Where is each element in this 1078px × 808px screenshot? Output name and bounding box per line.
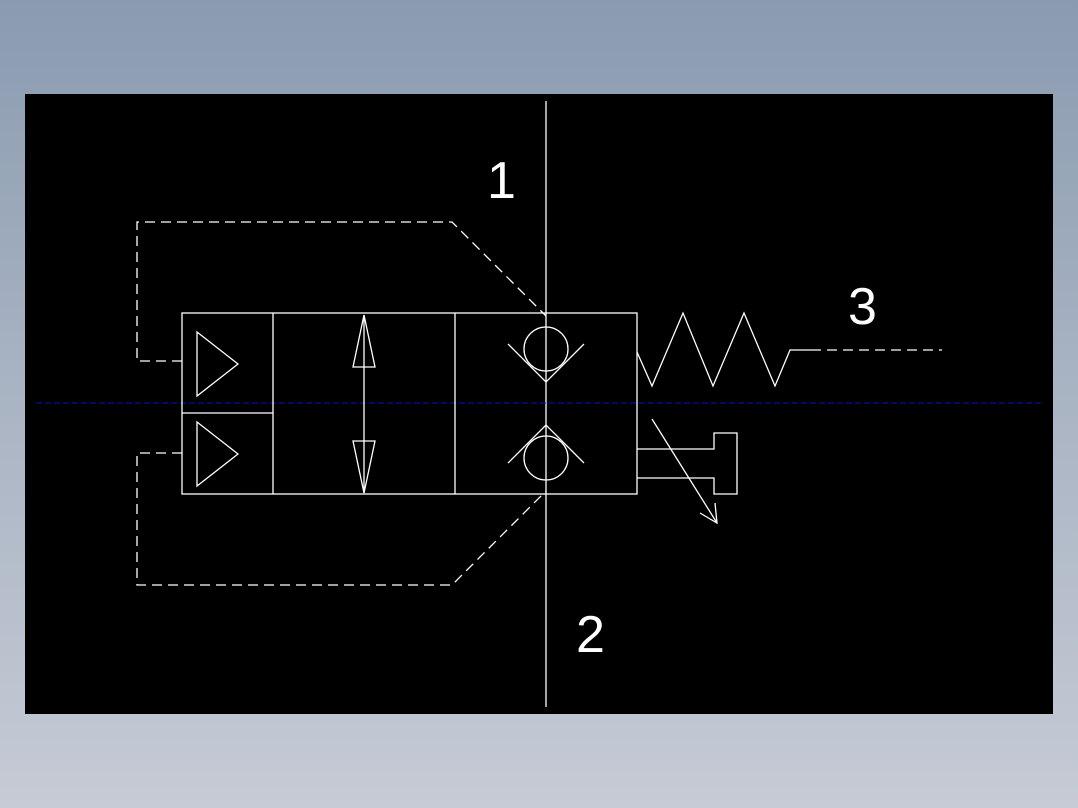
port-3-label: 3 xyxy=(848,278,877,336)
lower-check-valve-icon xyxy=(507,424,585,481)
port-1-label: 1 xyxy=(487,152,516,210)
adjustable-arrow-icon xyxy=(651,418,718,525)
lower-pilot-line xyxy=(136,452,547,586)
manual-actuator-icon xyxy=(637,432,738,495)
valve-body xyxy=(181,312,638,495)
upper-pilot-line xyxy=(136,221,547,362)
port-2-label: 2 xyxy=(576,606,605,664)
upper-pilot-triangle-icon xyxy=(196,330,240,398)
valve-outline xyxy=(181,312,638,495)
upper-check-valve-icon xyxy=(507,326,585,383)
double-arrow-icon xyxy=(352,314,376,494)
spring-icon xyxy=(636,311,811,388)
lower-pilot-triangle-icon xyxy=(196,420,240,488)
drawing-canvas xyxy=(25,94,1053,714)
